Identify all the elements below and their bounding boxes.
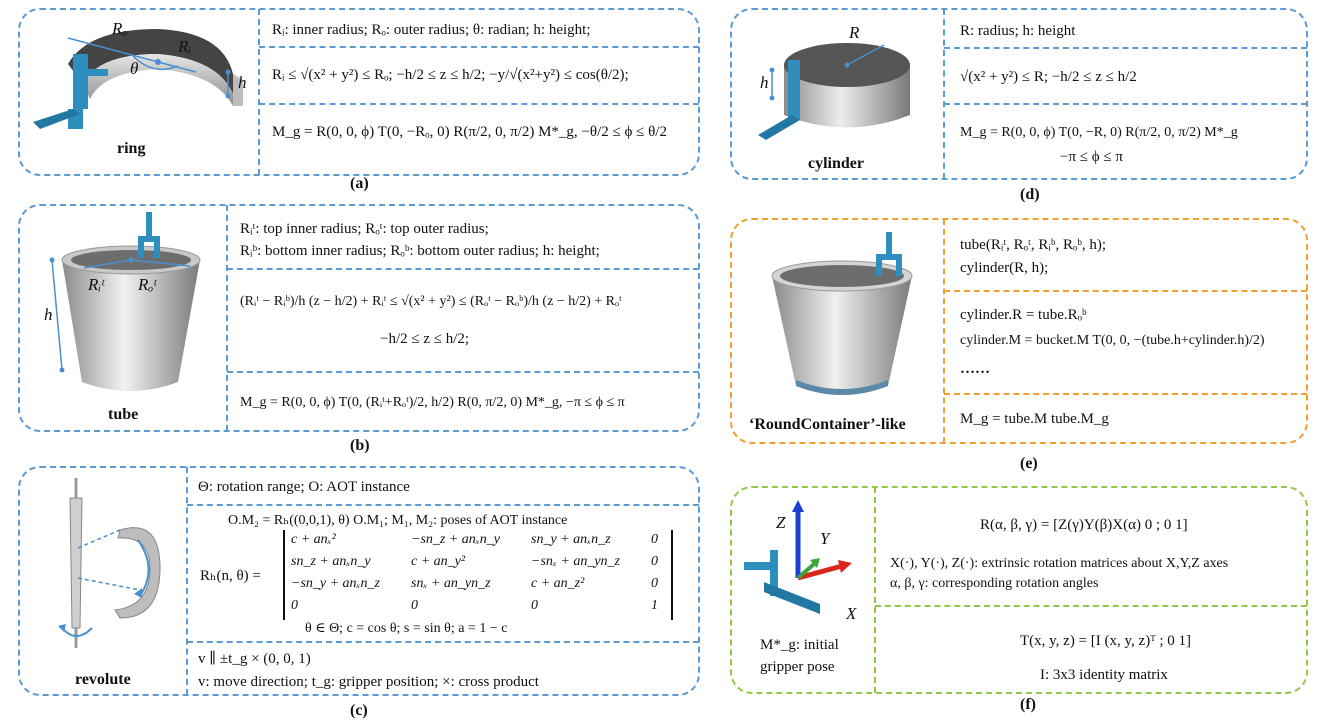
revolute-figure (58, 478, 161, 648)
revolute-move-constraint: v ∥ ±t_g × (0, 0, 1) (198, 651, 311, 667)
cylinder-label-h: h (760, 73, 769, 92)
matrix-cell: 1 (651, 598, 658, 613)
container-radius-link: cylinder.R = tube.Rₒᵇ (960, 307, 1087, 323)
caption-c: (c) (350, 702, 368, 719)
container-grasp-pose: M_g = tube.M tube.M_g (960, 411, 1109, 427)
ring-label: ring (117, 140, 146, 157)
rotation-matrix-grid: c + anₓ² −sn_z + anₓn_y sn_y + anₓn_z 0 sn_z… (285, 530, 671, 616)
ring-label-theta: θ (130, 59, 139, 78)
matrix-cell: 0 (651, 532, 658, 547)
revolute-label: revolute (75, 671, 131, 688)
gripper-pose-label-2: gripper pose (760, 659, 835, 675)
tube-definitions-top: Rᵢᵗ: top inner radius; Rₒᵗ: top outer ra… (240, 221, 489, 237)
matrix-cell: c + an_z² (531, 576, 585, 591)
tube-constraint-radial: (Rᵢᵗ − Rᵢᵇ)/h (z − h/2) + Rᵢᵗ ≤ √(x² + y… (240, 294, 622, 309)
caption-f: (f) (1020, 696, 1036, 713)
revolute-matrix-lhs: Rₕ(n, θ) = (200, 568, 261, 584)
revolute-move-defs: v: move direction; t_g: gripper position… (198, 674, 539, 690)
matrix-cell: −sn_z + anₓn_y (411, 532, 500, 547)
matrix-cell: c + anₓ² (291, 532, 336, 547)
axis-label-y: Y (820, 529, 830, 548)
panel-b (18, 204, 700, 432)
matrix-cell: 0 (651, 554, 658, 569)
panel-f (730, 486, 1308, 694)
matrix-cell: 0 (411, 598, 418, 613)
caption-e: (e) (1020, 455, 1038, 472)
matrix-cell: c + an_y² (411, 554, 466, 569)
gripper-frame-figure (744, 500, 852, 614)
ring-label-ro: Rₒ (112, 19, 128, 38)
container-ellipsis: …… (960, 361, 990, 377)
rotation-angles-desc: α, β, γ: corresponding rotation angles (890, 576, 1099, 591)
cylinder-label-r: R (849, 23, 860, 42)
caption-a: (a) (350, 175, 369, 192)
ring-label-ri: Rᵢ (178, 37, 192, 56)
caption-d: (d) (1020, 186, 1040, 203)
matrix-cell: 0 (651, 576, 658, 591)
tube-definitions-bottom: Rᵢᵇ: bottom inner radius; Rₒᵇ: bottom ou… (240, 243, 600, 259)
round-container-label: ‘RoundContainer’-like (749, 416, 906, 433)
panel-a (18, 8, 700, 176)
cylinder-label: cylinder (808, 155, 864, 172)
tube-label-rit: Rᵢᵗ (88, 275, 104, 294)
axis-label-x: X (846, 604, 857, 623)
matrix-cell: snₓ + an_yn_z (411, 576, 491, 591)
tube-constraint-z: −h/2 ≤ z ≤ h/2; (380, 331, 470, 347)
matrix-cell: sn_y + anₓn_z (531, 532, 611, 547)
container-cylinder-def: cylinder(R, h); (960, 260, 1049, 276)
rotation-matrix: c + anₓ² −sn_z + anₓn_y sn_y + anₓn_z 0 sn_z… (283, 530, 673, 620)
panel-c (18, 466, 700, 696)
matrix-cell: 0 (291, 598, 298, 613)
tube-label-rot: Rₒᵗ (138, 275, 157, 294)
cylinder-constraints: √(x² + y²) ≤ R; −h/2 ≤ z ≤ h/2 (960, 69, 1137, 85)
ring-constraints: Rᵢ ≤ √(x² + y²) ≤ Rₒ; −h/2 ≤ z ≤ h/2; −y… (272, 67, 629, 83)
caption-b: (b) (350, 437, 370, 454)
rotation-matrices-desc: X(·), Y(·), Z(·): extrinsic rotation mat… (890, 556, 1229, 571)
translation-def: T(x, y, z) = [I (x, y, z)ᵀ ; 0 1] (1020, 633, 1192, 649)
ring-label-h: h (238, 73, 247, 92)
ring-grasp-pose: M_g = R(0, 0, ϕ) T(0, −Rₒ, 0) R(π/2, 0, … (272, 124, 667, 140)
round-container-figure (771, 232, 913, 395)
gripper-pose-label-1: M*_g: initial (760, 637, 839, 653)
identity-desc: I: 3x3 identity matrix (1040, 667, 1168, 683)
tube-grasp-pose: M_g = R(0, 0, ϕ) T(0, (Rᵢᵗ+Rₒᵗ)/2, h/2) … (240, 395, 625, 410)
matrix-cell: sn_z + anₓn_y (291, 554, 371, 569)
cylinder-grasp-pose: M_g = R(0, 0, ϕ) T(0, −R, 0) R(π/2, 0, π… (960, 125, 1238, 140)
tube-figure (49, 212, 201, 391)
container-pose-link: cylinder.M = bucket.M T(0, 0, −(tube.h+c… (960, 333, 1265, 348)
revolute-definitions: Θ: rotation range; O: AOT instance (198, 479, 410, 495)
tube-label: tube (108, 406, 139, 423)
revolute-angle-defs: θ ∈ Θ; c = cos θ; s = sin θ; a = 1 − c (305, 621, 508, 636)
ring-figure (33, 29, 243, 129)
rotation-def: R(α, β, γ) = [Z(γ)Y(β)X(α) 0 ; 0 1] (980, 517, 1188, 533)
cylinder-figure (758, 43, 910, 140)
container-tube-def: tube(Rᵢᵗ, Rₒᵗ, Rᵢᵇ, Rₒᵇ, h); (960, 237, 1107, 253)
tube-label-h: h (44, 305, 53, 324)
axis-label-z: Z (776, 513, 786, 532)
panel-e (730, 218, 1308, 444)
revolute-pose-update: O.M₂ = Rₕ((0,0,1), θ) O.M₁; M₁, M₂: pose… (228, 513, 568, 528)
matrix-cell: 0 (531, 598, 538, 613)
cylinder-definitions: R: radius; h: height (960, 23, 1076, 39)
ring-definitions: Rᵢ: inner radius; Rₒ: outer radius; θ: r… (272, 22, 591, 38)
cylinder-phi-range: −π ≤ ϕ ≤ π (1060, 149, 1123, 165)
matrix-cell: −sn_y + anₓn_z (291, 576, 380, 591)
matrix-cell: −snₓ + an_yn_z (531, 554, 620, 569)
panel-d (730, 8, 1308, 180)
